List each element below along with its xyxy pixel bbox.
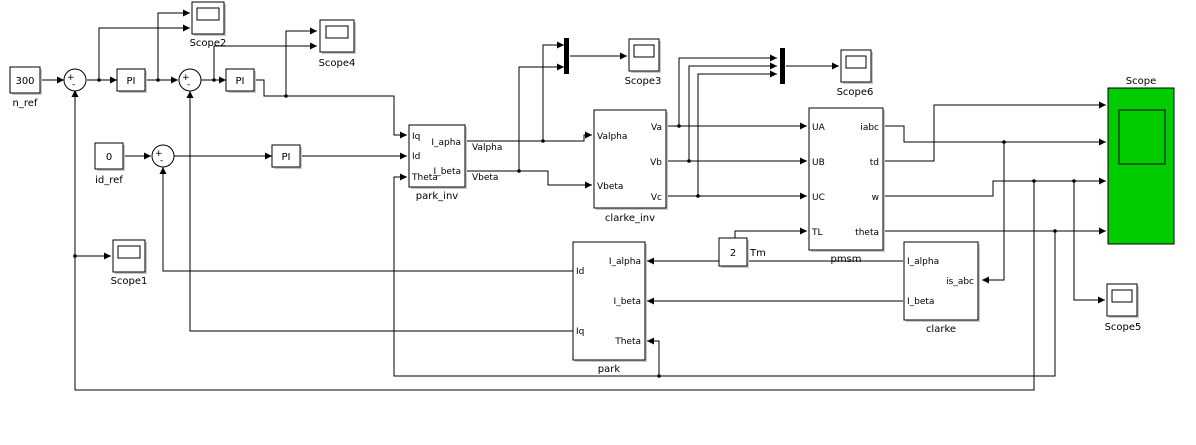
park-inv-in-iq: Iq — [412, 132, 420, 142]
scope-main-label: Scope — [1126, 76, 1156, 87]
tm-value: 2 — [730, 248, 736, 259]
sum3-minus: - — [160, 156, 163, 166]
clarke-out-isabc: is_abc — [946, 277, 974, 287]
pi2-block[interactable]: PI — [225, 68, 256, 93]
pi2-label: PI — [236, 76, 245, 87]
clarke-in-ibeta: I_beta — [907, 297, 934, 307]
sum3-block[interactable]: + - — [151, 144, 175, 168]
clarke-in-ialpha: I_alpha — [907, 257, 939, 267]
scope-main-body — [1107, 87, 1175, 245]
park-out-iq: Iq — [576, 327, 584, 337]
sum2-block[interactable]: + - — [178, 68, 202, 92]
pmsm-in-ua: UA — [812, 123, 826, 133]
pmsm-out-w: w — [872, 193, 879, 203]
pmsm-out-theta: theta — [855, 228, 879, 238]
park-in-theta: Theta — [614, 337, 641, 347]
pi3-label: PI — [282, 152, 291, 163]
signal-lines — [42, 9, 1106, 391]
park-block[interactable]: Id Iq I_alpha I_beta Theta park — [572, 241, 647, 375]
id-ref-block[interactable]: 0 id_ref — [94, 142, 125, 186]
sum1-minus: - — [72, 80, 75, 90]
scope2-block[interactable]: Scope2 — [190, 1, 227, 49]
clarke-inv-in-valpha: Valpha — [597, 132, 627, 142]
scope3-block[interactable]: Scope3 — [625, 38, 662, 87]
clarke-inv-out-vc: Vc — [651, 193, 662, 203]
park-inv-out-iapha: I_apha — [431, 138, 461, 148]
pmsm-in-uc: UC — [812, 193, 825, 203]
scope5-label: Scope5 — [1105, 322, 1142, 333]
scope5-block[interactable]: Scope5 — [1105, 283, 1142, 333]
clarke-label: clarke — [926, 324, 956, 335]
tm-block[interactable]: 2 Tm — [718, 237, 766, 268]
park-in-ibeta: I_beta — [614, 297, 641, 307]
scope1-label: Scope1 — [111, 276, 148, 287]
park-in-ialpha: I_alpha — [609, 257, 641, 267]
scope-main-screen — [1118, 109, 1166, 165]
pmsm-in-tl: TL — [811, 228, 823, 238]
mux2-block[interactable] — [780, 48, 785, 84]
pmsm-out-td: td — [870, 158, 879, 168]
sum2-minus: - — [187, 80, 190, 90]
clarke-inv-out-vb: Vb — [650, 158, 662, 168]
scope4-block[interactable]: Scope4 — [319, 19, 356, 69]
clarke-inv-in-vbeta: Vbeta — [597, 182, 623, 192]
id-ref-value: 0 — [106, 152, 112, 163]
vbeta-signal-label: Vbeta — [472, 173, 498, 183]
tm-label: Tm — [749, 248, 766, 259]
pi1-block[interactable]: PI — [116, 68, 147, 93]
scope1-block[interactable]: Scope1 — [111, 239, 148, 287]
clarke-inv-block[interactable]: Valpha Vbeta Va Vb Vc clarke_inv — [593, 109, 668, 224]
scope2-label: Scope2 — [190, 38, 227, 49]
scope4-label: Scope4 — [319, 58, 356, 69]
sum3-plus: + — [155, 149, 163, 159]
pi3-block[interactable]: PI — [271, 144, 302, 169]
clarke-inv-out-va: Va — [651, 123, 662, 133]
mux1-block[interactable] — [564, 38, 569, 74]
scope3-label: Scope3 — [625, 76, 662, 87]
park-label: park — [598, 364, 621, 375]
pi1-label: PI — [127, 76, 136, 87]
scope-main-block[interactable]: Scope — [1107, 76, 1175, 245]
pmsm-label: pmsm — [830, 254, 861, 265]
n-ref-label: n_ref — [13, 98, 38, 109]
scope6-block[interactable]: Scope6 — [837, 49, 874, 98]
pmsm-out-iabc: iabc — [860, 123, 879, 133]
park-inv-in-theta: Theta — [411, 173, 438, 183]
park-inv-in-id: Id — [412, 152, 420, 162]
park-out-id: Id — [576, 267, 584, 277]
scope6-label: Scope6 — [837, 87, 874, 98]
park-inv-label: park_inv — [416, 191, 458, 202]
sum1-plus: + — [67, 73, 75, 83]
junctions — [73, 78, 1076, 378]
n-ref-block[interactable]: 300 n_ref — [9, 66, 42, 109]
park-inv-block[interactable]: Iq Id Theta I_apha I_beta park_inv — [408, 124, 467, 202]
pmsm-in-ub: UB — [812, 158, 825, 168]
id-ref-label: id_ref — [95, 175, 123, 186]
park-inv-out-ibeta: I_beta — [434, 167, 461, 177]
clarke-block[interactable]: I_alpha I_beta is_abc clarke — [903, 241, 980, 335]
sum1-block[interactable]: + - — [63, 68, 87, 92]
n-ref-value: 300 — [15, 76, 34, 87]
valpha-signal-label: Valpha — [472, 143, 502, 153]
clarke-inv-label: clarke_inv — [605, 213, 655, 224]
sum2-plus: + — [182, 73, 190, 83]
pmsm-block[interactable]: UA UB UC TL iabc td w theta pmsm — [808, 107, 885, 265]
